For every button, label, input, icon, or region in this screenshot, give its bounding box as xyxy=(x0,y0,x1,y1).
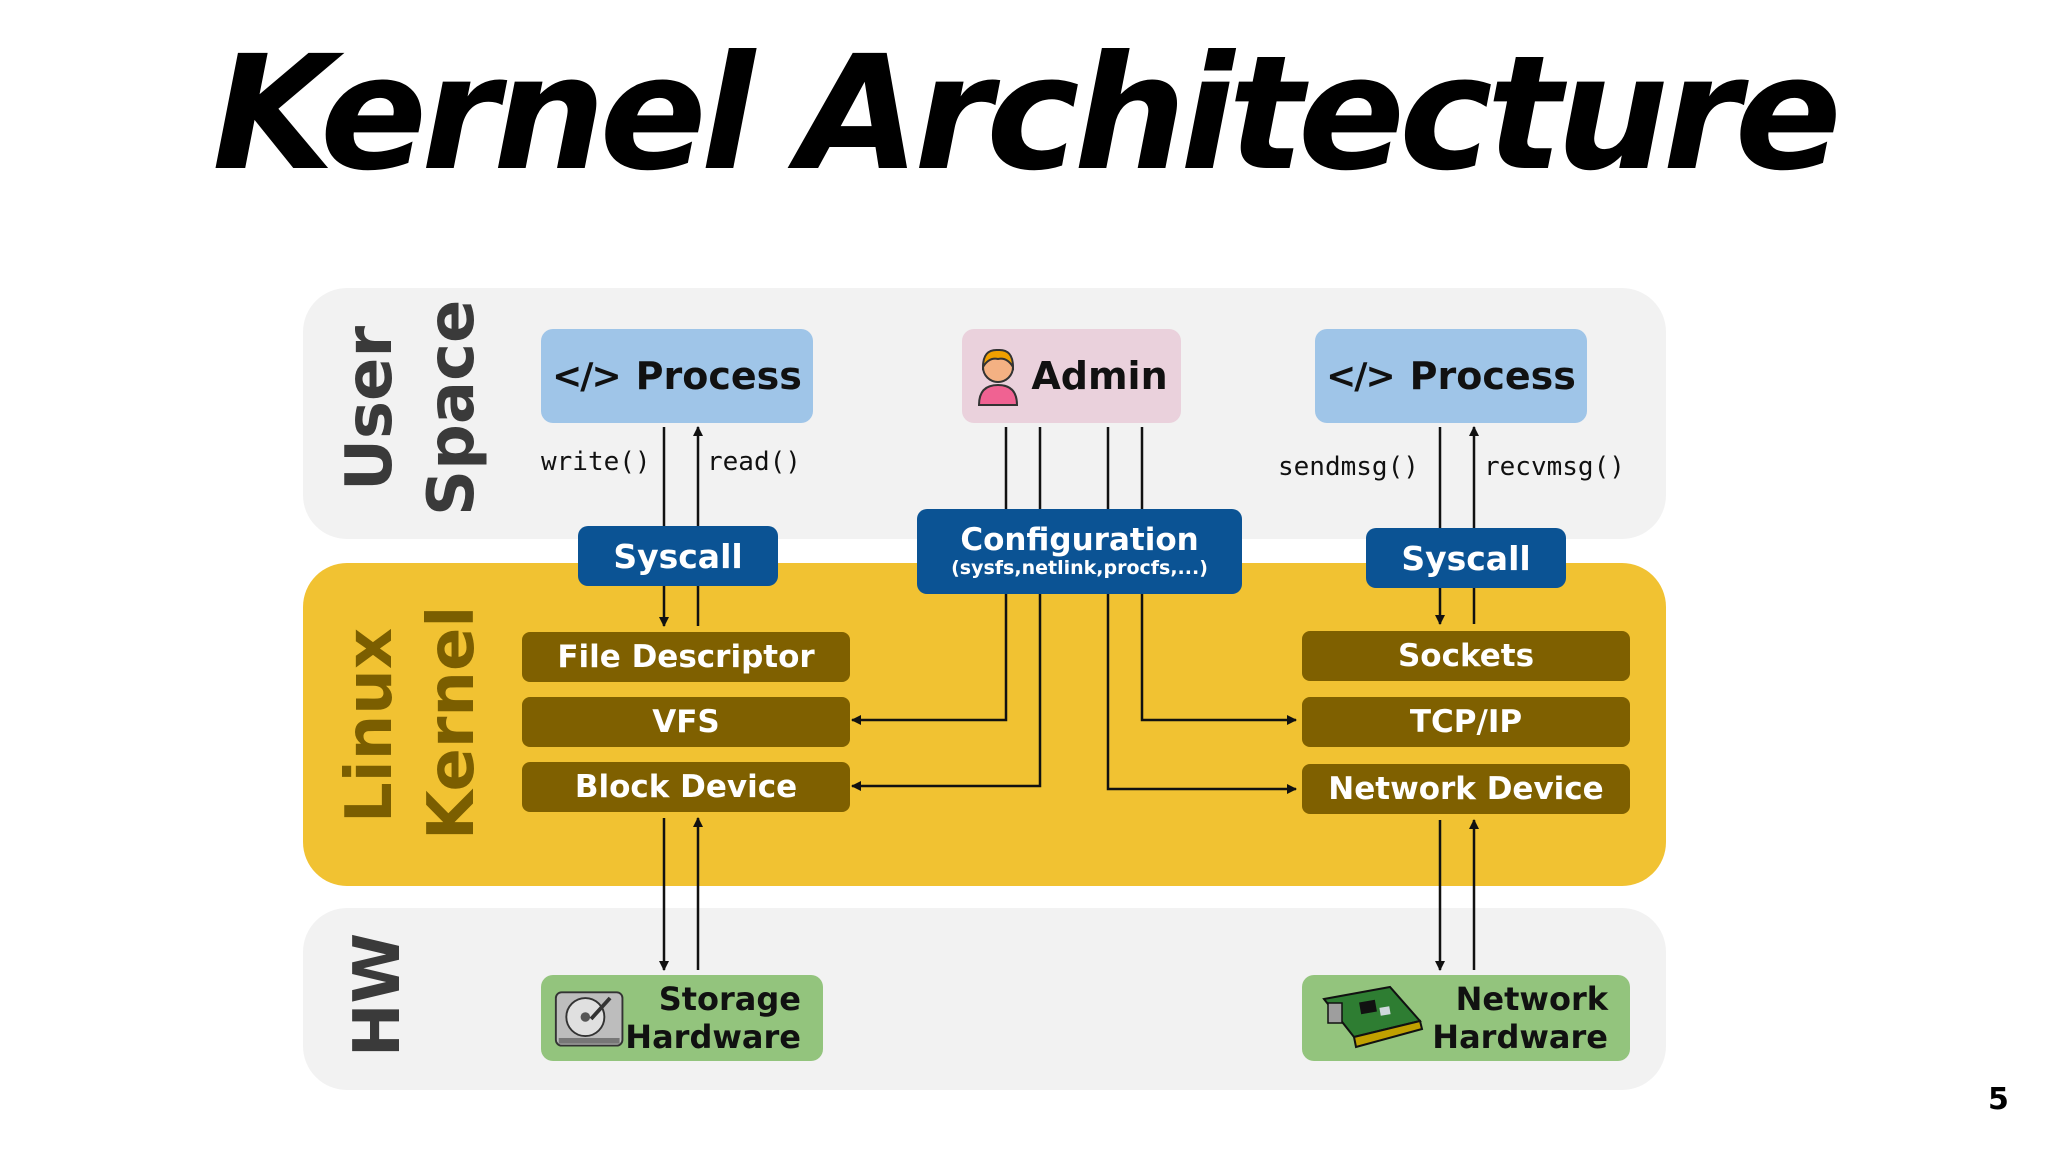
config-netdev-arrow xyxy=(1106,594,1297,794)
hard-drive-icon xyxy=(554,991,624,1047)
storage-line2: Hardware xyxy=(625,1018,801,1056)
network-hardware-label: Network Hardware xyxy=(1432,980,1608,1057)
user-icon xyxy=(978,348,1019,406)
configuration-subtitle: (sysfs,netlink,procfs,...) xyxy=(951,557,1208,580)
process-label: Process xyxy=(1409,354,1576,398)
code-icon: </> xyxy=(1326,355,1395,397)
read-call-label: read() xyxy=(707,447,801,477)
config-vfs-arrow xyxy=(851,594,1008,725)
admin-box: Admin xyxy=(962,329,1181,423)
code-icon: </> xyxy=(552,355,621,397)
page-number: 5 xyxy=(1988,1082,2009,1117)
config-tcpip-arrow xyxy=(1140,594,1297,725)
configuration-box: Configuration (sysfs,netlink,procfs,...) xyxy=(917,509,1242,594)
admin-label: Admin xyxy=(1031,354,1168,398)
syscall-box-right: Syscall xyxy=(1366,528,1566,588)
write-call-label: write() xyxy=(541,447,651,477)
file-descriptor-box: File Descriptor xyxy=(522,632,850,682)
network-line2: Hardware xyxy=(1432,1018,1608,1056)
storage-hardware-label: Storage Hardware xyxy=(625,980,801,1057)
process-label: Process xyxy=(635,354,802,398)
tcpip-box: TCP/IP xyxy=(1302,697,1630,747)
vfs-box: VFS xyxy=(522,697,850,747)
config-block-arrow xyxy=(851,594,1042,791)
network-device-box: Network Device xyxy=(1302,764,1630,814)
slide-title: Kernel Architecture xyxy=(212,22,1842,206)
network-hardware-box: Network Hardware xyxy=(1302,975,1630,1061)
process-box-right: </> Process xyxy=(1315,329,1587,423)
process-box-left: </> Process xyxy=(541,329,813,423)
storage-hardware-box: Storage Hardware xyxy=(541,975,823,1061)
network-card-icon xyxy=(1322,985,1424,1049)
configuration-title: Configuration xyxy=(960,521,1199,558)
block-device-box: Block Device xyxy=(522,762,850,812)
sockets-box: Sockets xyxy=(1302,631,1630,681)
syscall-box-left: Syscall xyxy=(578,526,778,586)
storage-line1: Storage xyxy=(658,979,801,1018)
sendmsg-call-label: sendmsg() xyxy=(1278,452,1419,482)
recvmsg-call-label: recvmsg() xyxy=(1484,452,1625,482)
network-line1: Network xyxy=(1455,979,1608,1018)
